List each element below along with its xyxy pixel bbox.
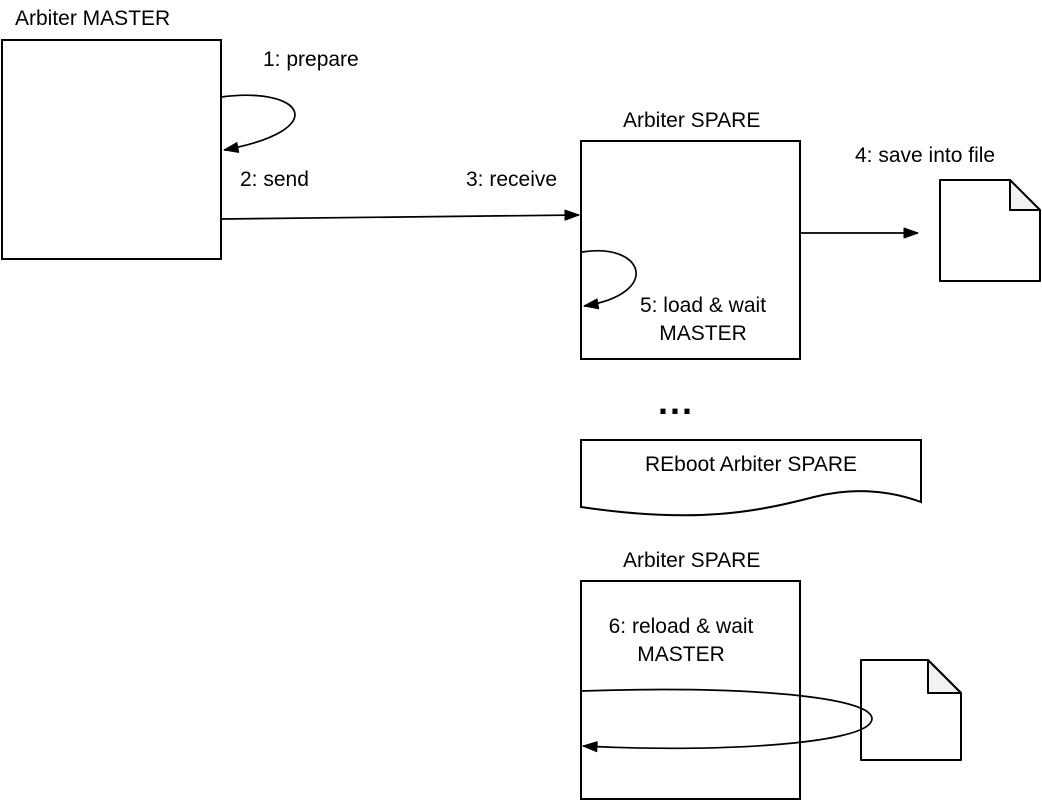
reload-loop-arrow	[580, 688, 873, 753]
document-icon-top	[939, 179, 1041, 282]
step5-load-label-line1: 5: load & wait	[639, 294, 767, 317]
step2-send-label: 2: send	[240, 168, 309, 191]
master-node-title: Arbiter MASTER	[15, 7, 171, 30]
step5-load-label: 5: load & wait MASTER	[622, 292, 784, 348]
load-self-loop-arrow	[581, 249, 637, 310]
document-icon-bottom	[860, 659, 962, 761]
step6-reload-label-line2: MASTER	[637, 643, 725, 666]
step3-receive-label: 3: receive	[466, 168, 558, 191]
ellipsis: ...	[658, 381, 695, 422]
spare-bottom-node-title: Arbiter SPARE	[623, 549, 761, 572]
send-receive-arrow	[221, 209, 580, 221]
prepare-self-loop-arrow	[220, 94, 296, 153]
master-node	[1, 39, 222, 260]
document-icon-top-fold	[1009, 179, 1041, 211]
document-icon-bottom-body	[860, 659, 962, 761]
step6-reload-label: 6: reload & wait MASTER	[581, 613, 781, 669]
step1-prepare-label: 1: prepare	[263, 48, 359, 71]
step4-save-label: 4: save into file	[855, 144, 996, 167]
spare-node-top	[580, 140, 801, 360]
spare-top-node-title: Arbiter SPARE	[623, 109, 761, 132]
reboot-note-label: REboot Arbiter SPARE	[644, 453, 858, 476]
step5-load-label-line2: MASTER	[659, 322, 747, 345]
step6-reload-label-line1: 6: reload & wait	[608, 615, 754, 638]
reboot-document-shape	[580, 439, 922, 517]
document-icon-bottom-fold	[927, 659, 962, 694]
